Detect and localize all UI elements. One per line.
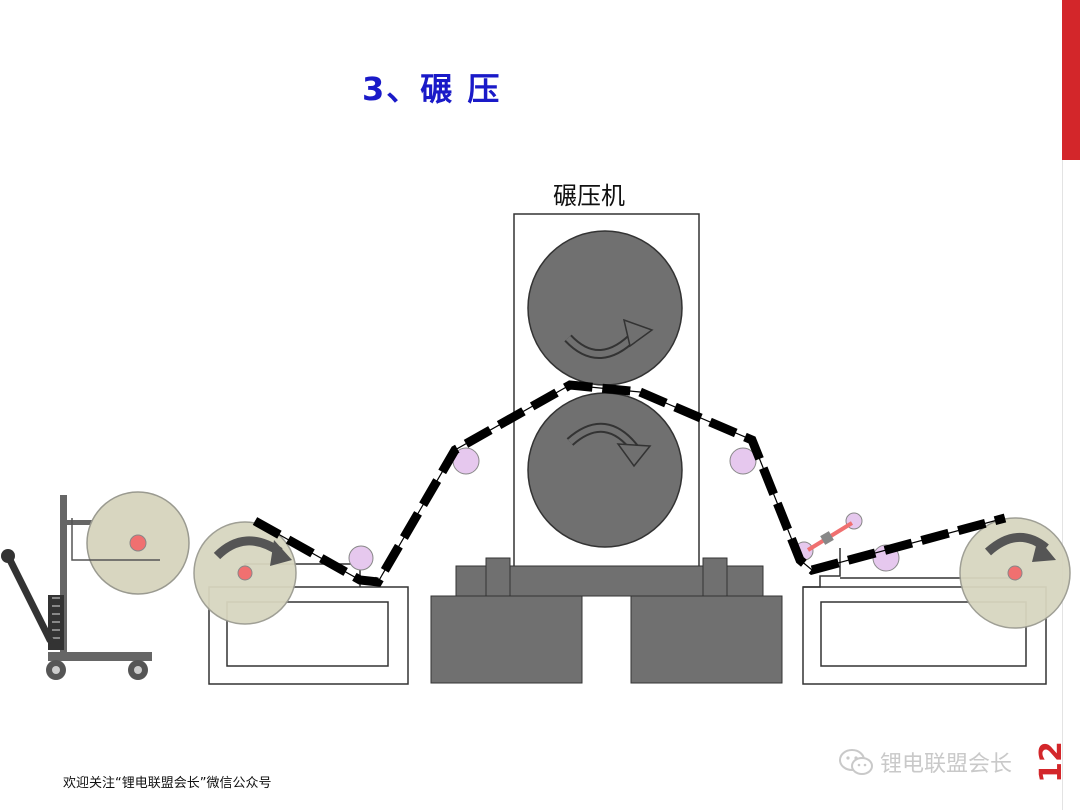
lower-press-roller	[527, 392, 683, 548]
guide-roller	[729, 447, 757, 475]
machine-base-left	[430, 595, 583, 684]
machine-base-right	[630, 595, 783, 684]
machine-label: 碾压机	[553, 182, 625, 210]
lower-rotation-arrow-icon	[616, 443, 652, 468]
electrode-web	[252, 380, 1007, 587]
rewind-stand	[794, 512, 1071, 685]
watermark: 锂电联盟会长	[838, 746, 1012, 778]
upper-rotation-arrow-icon	[622, 318, 654, 348]
guide-roller	[348, 545, 374, 571]
rewind-reel-core	[1007, 565, 1023, 581]
page-edge-rule	[1062, 160, 1063, 810]
trolley-reel-core	[129, 534, 147, 552]
watermark-text: 锂电联盟会长	[880, 752, 1013, 777]
calender-machine	[430, 213, 783, 684]
page-number: 12	[1034, 741, 1069, 783]
footer-text: 欢迎关注“锂电联盟会长”微信公众号	[63, 776, 272, 791]
unwind-reel-core	[237, 565, 253, 581]
page-accent-tab	[1062, 0, 1080, 160]
reel-trolley	[1, 491, 190, 680]
unwind-stand	[193, 521, 409, 685]
slide-title: 3、碾 压	[362, 70, 502, 108]
upper-press-roller	[527, 230, 683, 386]
wechat-icon	[839, 749, 873, 775]
